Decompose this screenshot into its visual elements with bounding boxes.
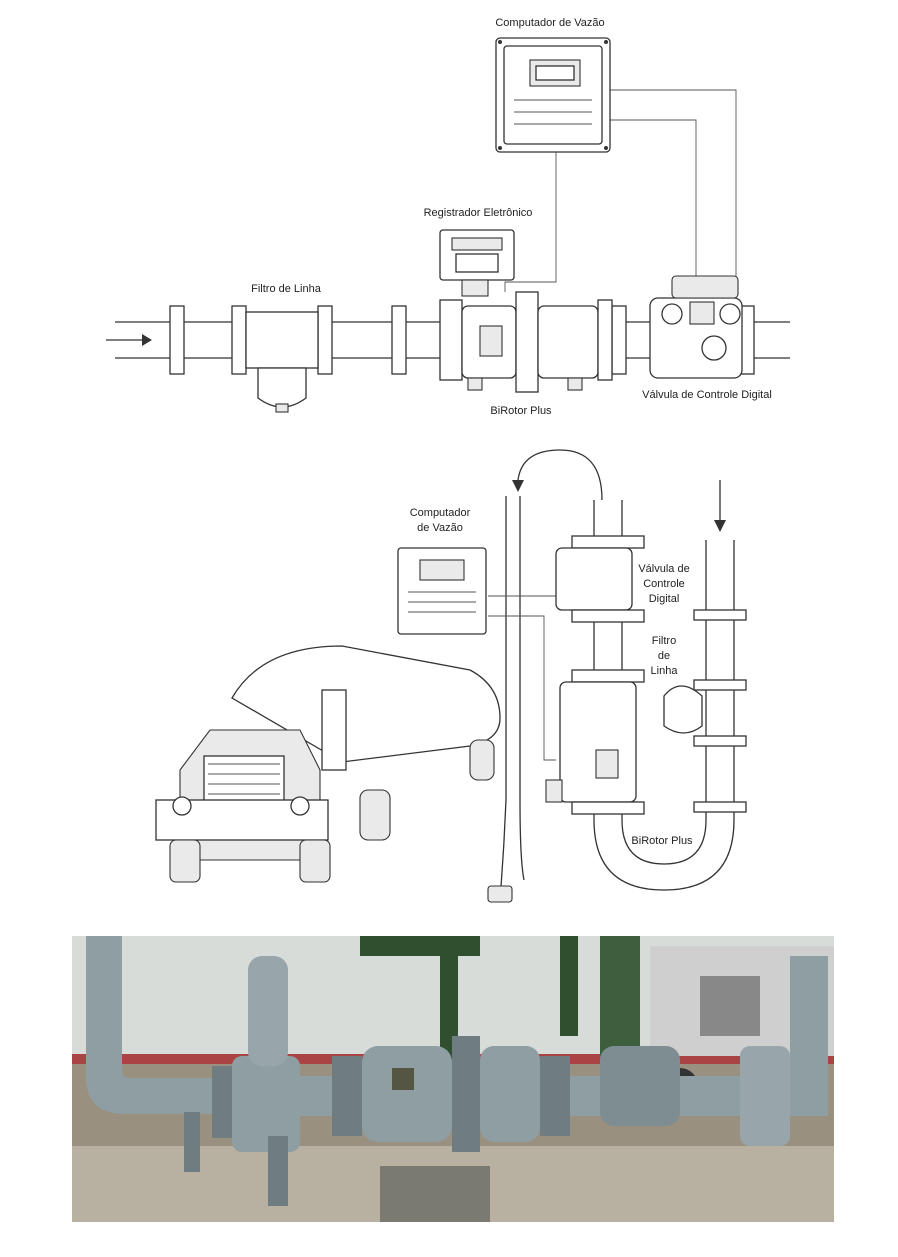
label-line-filter: Filtro de Linha xyxy=(251,283,322,295)
flow-arrow-icon xyxy=(106,334,152,346)
loading-hose xyxy=(487,449,603,903)
signal-wires-2 xyxy=(488,595,566,761)
label-filter-a: Filtro xyxy=(652,635,676,647)
tank-truck xyxy=(155,645,501,883)
label-filter-b: de xyxy=(658,650,670,662)
label-birotor: BiRotor Plus xyxy=(490,405,552,417)
flow-computer xyxy=(495,37,611,153)
inlet-arrow-icon xyxy=(714,480,726,532)
main-pipeline xyxy=(115,305,790,375)
truck-loading-diagram: Computador de Vazão Válvula de Controle … xyxy=(155,449,747,903)
label-flow-computer-2a: Computador xyxy=(410,507,471,519)
label-digital-control-valve: Válvula de Controle Digital xyxy=(642,389,772,401)
pipe-assembly-photo xyxy=(86,936,828,1222)
label-flow-computer: Computador de Vazão xyxy=(495,17,604,29)
flow-computer-2 xyxy=(397,547,487,635)
label-electronic-register: Registrador Eletrônico xyxy=(424,207,533,219)
digital-control-valve xyxy=(649,275,743,379)
label-valve-a: Válvula de xyxy=(638,563,689,575)
horizontal-meter-diagram: Computador de Vazão Registrador Eletrôni… xyxy=(106,17,790,417)
label-filter-c: Linha xyxy=(651,665,679,677)
piping-assembly xyxy=(545,500,747,891)
birotor-meter xyxy=(439,291,613,393)
installation-photo xyxy=(72,936,834,1222)
line-filter xyxy=(245,311,319,413)
label-birotor-2: BiRotor Plus xyxy=(631,835,693,847)
electronic-register xyxy=(439,229,515,297)
label-flow-computer-2b: de Vazão xyxy=(417,522,463,534)
label-valve-b: Controle xyxy=(643,578,685,590)
label-valve-c: Digital xyxy=(649,593,680,605)
signal-wires xyxy=(504,89,737,295)
